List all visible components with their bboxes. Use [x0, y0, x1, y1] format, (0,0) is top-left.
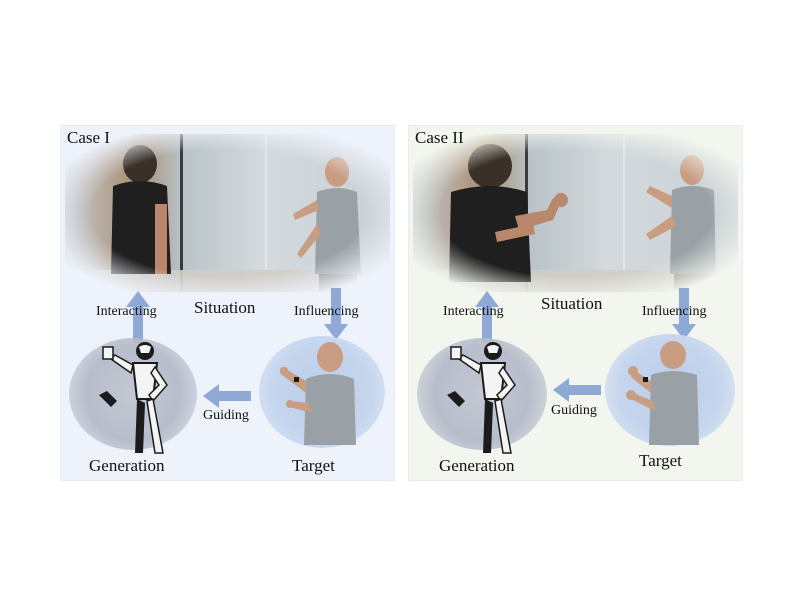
- person-black-shirt-2: [449, 144, 568, 282]
- situation-label-2: Situation: [541, 294, 603, 313]
- case-2-title: Case II: [415, 128, 464, 147]
- person-icon: [280, 342, 356, 445]
- arrow-up-icon: [126, 291, 150, 343]
- person-icon: [626, 341, 699, 445]
- arrow-up-icon: [475, 291, 499, 343]
- interacting-label-1: Interacting: [96, 304, 157, 319]
- generation-bubble-2: [417, 338, 547, 450]
- case-1-panel: Case I Situation Interacting Influencing: [60, 125, 395, 481]
- case-1-title: Case I: [67, 128, 110, 147]
- person-grey-shirt-2: [646, 155, 716, 290]
- person-grey-shirt-1: [293, 157, 361, 292]
- target-label-1: Target: [292, 456, 335, 475]
- generation-label-2: Generation: [439, 456, 515, 475]
- guiding-label-1: Guiding: [203, 408, 249, 423]
- humanoid-robot-icon: [447, 342, 516, 454]
- person-black-shirt-1: [111, 145, 171, 274]
- generation-label-1: Generation: [89, 456, 165, 475]
- situation-scene-1: [65, 134, 390, 292]
- interacting-label-2: Interacting: [443, 304, 504, 319]
- situation-label-1: Situation: [194, 298, 256, 317]
- arrow-down-icon: [324, 288, 348, 340]
- influencing-label-1: Influencing: [294, 304, 359, 319]
- arrow-down-icon: [672, 288, 696, 340]
- guiding-label-2: Guiding: [551, 403, 597, 418]
- influencing-label-2: Influencing: [642, 304, 707, 319]
- target-label-2: Target: [639, 451, 682, 470]
- humanoid-robot-icon: [99, 342, 168, 454]
- arrow-left-icon: [553, 378, 601, 402]
- generation-bubble-1: [69, 338, 197, 450]
- arrow-left-icon: [203, 384, 251, 408]
- situation-scene-2: [413, 134, 738, 292]
- case-2-panel: Case II Situation Interacting Influencin…: [408, 125, 743, 481]
